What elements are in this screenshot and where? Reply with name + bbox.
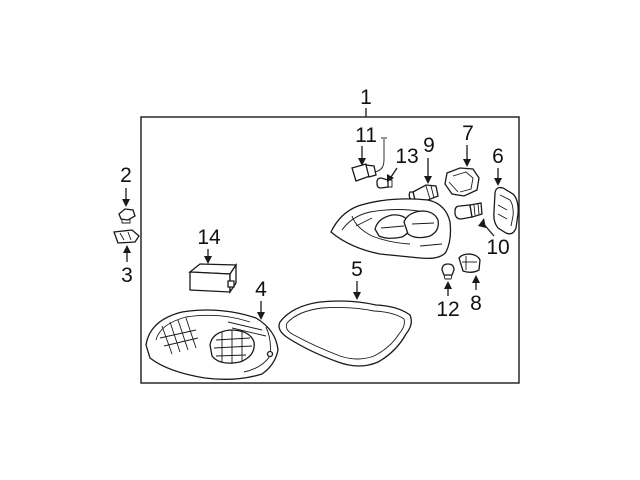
callout-12-arrow (444, 281, 452, 289)
callout-7: 7 (462, 122, 474, 145)
callout-1: 1 (360, 86, 372, 109)
callout-3-arrow (123, 245, 131, 253)
callout-10: 10 (486, 236, 509, 259)
callout-8: 8 (470, 292, 482, 315)
callout-2: 2 (120, 164, 132, 187)
callout-13: 13 (395, 145, 418, 168)
part-10-turn-bulb (454, 202, 483, 220)
callout-4-arrow (257, 312, 265, 320)
callout-4: 4 (255, 278, 267, 301)
callout-2-arrow (122, 199, 130, 207)
part-12-small-bulb (441, 263, 455, 280)
callout-8-arrow (472, 275, 480, 283)
callout-5-arrow (353, 292, 361, 300)
headlamp-housing (330, 198, 452, 260)
callout-13-leader (390, 167, 398, 178)
part-7-socket-cap (444, 167, 480, 197)
part-14-module (188, 262, 238, 295)
part-5-seal (278, 300, 412, 367)
callout-7-arrow (463, 159, 471, 167)
callout-13-arrow (387, 174, 394, 182)
part-4-lens (145, 309, 279, 380)
part-13-wedge-bulb (376, 177, 393, 189)
part-6-side-marker (493, 186, 519, 235)
callout-3: 3 (121, 264, 133, 287)
callout-12: 12 (436, 298, 459, 321)
callout-6: 6 (492, 145, 504, 168)
callout-6-arrow (494, 178, 502, 186)
callout-11-arrow (358, 158, 366, 166)
callout-14-arrow (204, 256, 212, 264)
part-9-halogen-bulb (408, 184, 439, 201)
part-2-fastener (118, 208, 136, 224)
callout-9: 9 (423, 134, 435, 157)
assembly-frame (140, 116, 520, 384)
callout-10-arrow (478, 218, 486, 228)
part-3-clip (113, 229, 140, 244)
part-11-socket-harness (351, 137, 387, 182)
callout-9-arrow (424, 176, 432, 184)
part-8-socket (458, 253, 481, 273)
callout-11: 11 (355, 124, 377, 147)
callout-14: 14 (197, 226, 221, 249)
callout-5: 5 (351, 258, 363, 281)
